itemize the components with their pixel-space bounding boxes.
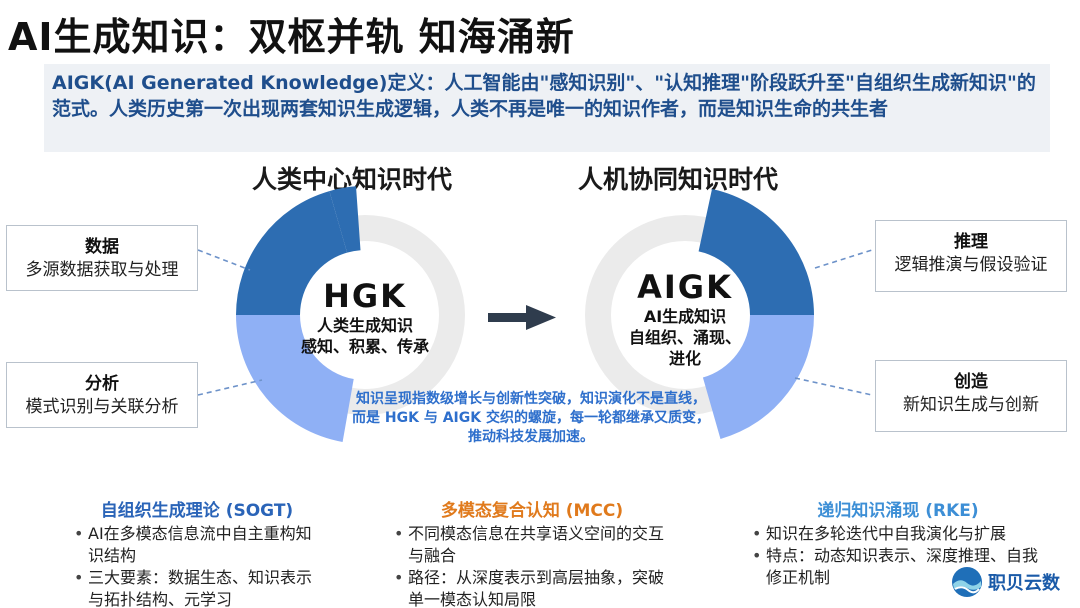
column-sogt-item: 三大要素：数据生态、知识表示与拓扑结构、元学习 — [72, 567, 322, 608]
column-mcc-heading: 多模态复合认知 (MCC) — [440, 501, 624, 521]
logo-text: 职贝云数 — [988, 573, 1060, 594]
column-rke-heading: 递归知识涌现 (RKE) — [817, 501, 979, 521]
transition-arrow — [488, 305, 556, 330]
hgk-segment-analysis — [236, 315, 354, 442]
side-box-creation: 创造 新知识生成与创新 — [875, 360, 1067, 432]
column-sogt: 自组织生成理论 (SOGT) AI在多模态信息流中自主重构知识结构 三大要素：数… — [72, 496, 322, 608]
hgk-line2: 感知、积累、传承 — [300, 337, 429, 356]
aigk-hub: AIGK AI生成知识 自组织、涌现、 进化 — [606, 268, 764, 369]
connector-analysis — [197, 379, 263, 396]
side-box-creation-sub: 新知识生成与创新 — [903, 395, 1039, 415]
column-rke-item: 知识在多轮迭代中自我演化与扩展 — [750, 523, 1046, 545]
aigk-segment-reasoning — [698, 189, 814, 315]
era-title-collab: 人机协同知识时代 — [578, 165, 779, 194]
hgk-hub: HGK 人类生成知识 感知、积累、传承 — [291, 277, 439, 357]
brand-logo: 职贝云数 — [950, 565, 1060, 599]
side-box-data: 数据 多源数据获取与处理 — [6, 225, 198, 291]
aigk-abbr: AIGK — [637, 268, 733, 306]
side-box-reasoning: 推理 逻辑推演与假设验证 — [875, 220, 1067, 292]
connector-reasoning — [814, 249, 873, 269]
side-box-analysis-sub: 模式识别与关联分析 — [25, 397, 179, 417]
aigk-ring — [585, 189, 814, 439]
connector-creation — [794, 377, 873, 396]
hgk-ring — [236, 186, 465, 442]
spiral-note: 知识呈现指数级增长与创新性突破，知识演化不是直线，而是 HGK 与 AIGK 交… — [352, 391, 710, 445]
column-sogt-heading: 自组织生成理论 (SOGT) — [100, 501, 294, 521]
column-mcc-item: 不同模态信息在共享语义空间的交互与融合 — [392, 523, 672, 567]
aigk-line3: 进化 — [668, 349, 701, 368]
side-box-reasoning-title: 推理 — [954, 232, 988, 252]
aigk-line1: AI生成知识 — [643, 307, 727, 326]
definition-text: AIGK(AI Generated Knowledge)定义：人工智能由"感知识… — [52, 72, 1036, 120]
side-box-analysis: 分析 模式识别与关联分析 — [6, 362, 198, 428]
side-box-reasoning-sub: 逻辑推演与假设验证 — [894, 255, 1048, 275]
column-mcc: 多模态复合认知 (MCC) 不同模态信息在共享语义空间的交互与融合 路径：从深度… — [392, 496, 672, 608]
aigk-segment-creation — [702, 315, 814, 439]
column-sogt-item: AI在多模态信息流中自主重构知识结构 — [72, 523, 322, 567]
column-rke: 递归知识涌现 (RKE) 知识在多轮迭代中自我演化与扩展 特点：动态知识表示、深… — [750, 496, 1046, 589]
hgk-hub-bg — [301, 251, 429, 379]
side-box-data-title: 数据 — [85, 237, 119, 257]
side-box-analysis-title: 分析 — [85, 374, 119, 394]
hgk-segment-data — [236, 191, 348, 315]
side-box-creation-title: 创造 — [954, 372, 988, 392]
column-rke-item: 特点：动态知识表示、深度推理、自我修正机制 — [750, 545, 1046, 589]
hgk-abbr: HGK — [323, 277, 407, 315]
wave-globe-icon — [952, 567, 982, 597]
definition-box: AIGK(AI Generated Knowledge)定义：人工智能由"感知识… — [44, 64, 1050, 152]
page-title: AI生成知识：双枢并轨 知海涌新 — [8, 15, 575, 59]
hgk-line1: 人类生成知识 — [316, 316, 413, 335]
hgk-segment-data-top — [329, 186, 361, 253]
connector-data — [197, 249, 251, 271]
column-mcc-item: 路径：从深度表示到高层抽象，突破单一模态认知局限 — [392, 567, 672, 608]
aigk-line2: 自组织、涌现、 — [628, 328, 741, 347]
aigk-hub-bg — [621, 251, 749, 379]
side-box-data-sub: 多源数据获取与处理 — [25, 260, 179, 280]
